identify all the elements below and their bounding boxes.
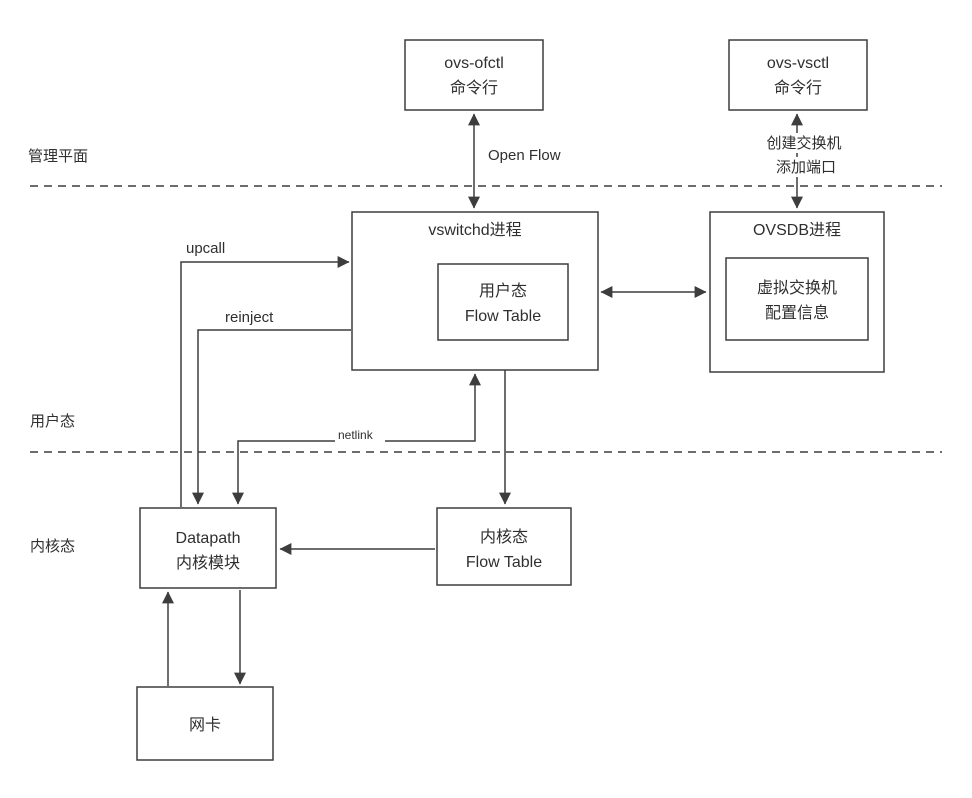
upcall-label: upcall xyxy=(186,240,225,257)
nic-box-rect xyxy=(136,686,274,761)
vsctl-box-rect xyxy=(728,39,868,111)
user-flow-table-line1: 用户态 xyxy=(479,282,527,300)
ofctl-box-line1: ovs-ofctl xyxy=(444,55,504,72)
ovsdb-box-title: OVSDB进程 xyxy=(753,221,841,239)
kernel-mode-label: 内核态 xyxy=(30,538,75,555)
vsctl-box-line2: 命令行 xyxy=(774,79,822,97)
netlink-label: netlink xyxy=(338,428,374,442)
create-switch-label-bg xyxy=(762,133,848,153)
netlink-label-bg xyxy=(335,428,385,442)
nic-box-line1: 网卡 xyxy=(189,716,221,734)
ofctl-box: ovs-ofctl 命令行 xyxy=(404,39,544,111)
create-switch-label: 创建交换机 xyxy=(766,134,841,152)
user-flow-table-rect xyxy=(437,263,569,341)
arrow-reinject xyxy=(192,329,351,505)
ofctl-box-rect xyxy=(404,39,544,111)
datapath-box-line2: 内核模块 xyxy=(176,554,240,572)
nic-box: 网卡 xyxy=(136,686,274,761)
ovsdb-box: OVSDB进程 虚拟交换机 配置信息 xyxy=(709,211,885,373)
switch-config-line2: 配置信息 xyxy=(765,304,829,322)
user-flow-table-box: 用户态 Flow Table xyxy=(437,263,569,341)
add-port-label: 添加端口 xyxy=(776,159,836,176)
ofctl-box-line2: 命令行 xyxy=(450,79,498,97)
kernel-flow-table-line1: 内核态 xyxy=(480,528,528,546)
upcall-line xyxy=(180,256,350,507)
management-plane-label: 管理平面 xyxy=(28,148,88,165)
switch-config-rect xyxy=(725,257,869,341)
openflow-label: Open Flow xyxy=(488,147,561,164)
kernel-flow-table-rect xyxy=(436,507,572,586)
kernel-flow-table-line2: Flow Table xyxy=(466,554,542,571)
user-flow-table-line2: Flow Table xyxy=(465,308,541,325)
add-port-label-bg xyxy=(772,157,842,177)
vswitchd-box: vswitchd进程 用户态 Flow Table xyxy=(351,211,599,371)
vsctl-box-line1: ovs-vsctl xyxy=(767,55,829,72)
reinject-label: reinject xyxy=(225,309,274,326)
datapath-box-line1: Datapath xyxy=(176,530,241,547)
vsctl-box: ovs-vsctl 命令行 xyxy=(728,39,868,111)
switch-config-box: 虚拟交换机 配置信息 xyxy=(725,257,869,341)
kernel-flow-table-box: 内核态 Flow Table xyxy=(436,507,572,586)
user-mode-label: 用户态 xyxy=(30,413,75,430)
switch-config-line1: 虚拟交换机 xyxy=(757,279,837,297)
vswitchd-box-title: vswitchd进程 xyxy=(428,221,521,239)
reinject-line xyxy=(192,329,351,505)
datapath-box-rect xyxy=(139,507,277,589)
arrow-upcall xyxy=(180,256,350,507)
datapath-box: Datapath 内核模块 xyxy=(139,507,277,589)
